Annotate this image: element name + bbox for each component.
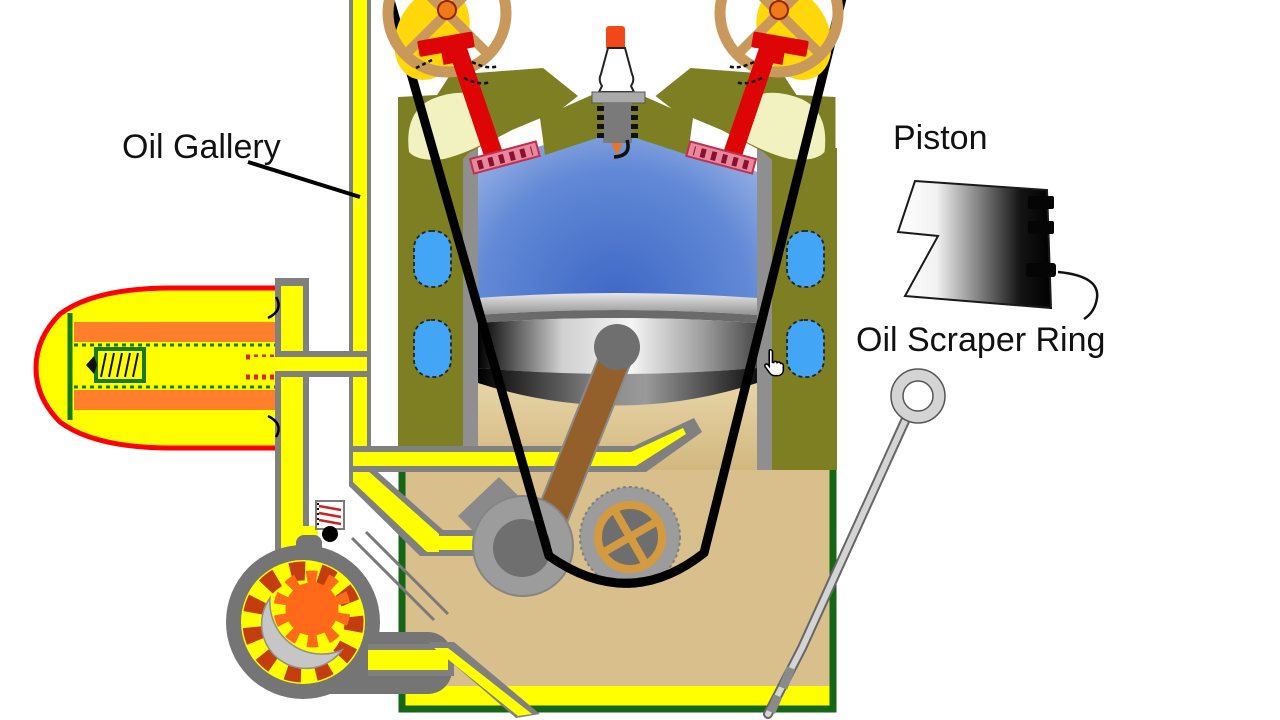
pickup-diagonal-oil <box>434 648 532 716</box>
gallery-pipe-oil <box>353 0 367 478</box>
head-center-left <box>540 90 603 155</box>
block-wall-left <box>398 148 463 470</box>
valve-motion-dashes <box>727 60 763 85</box>
oil-filter <box>33 285 281 451</box>
connector-oil <box>250 357 367 371</box>
squirter-oil <box>353 428 686 466</box>
oil-scraper-ring-label: Oil Scraper Ring <box>856 321 1105 359</box>
spark-plug <box>591 26 646 159</box>
filter-media-top <box>74 322 278 342</box>
spark-plug-terminal <box>606 26 625 50</box>
piston-ring-groove <box>478 310 757 323</box>
head-center-right <box>630 90 693 155</box>
filter-inlet-arrow-top <box>267 296 280 320</box>
coolant-port <box>786 230 825 288</box>
pump-inner-gear-teeth <box>273 570 351 648</box>
filter-valve-poppet <box>86 356 97 374</box>
compression-ring-2 <box>1028 221 1054 234</box>
piston-inset <box>896 179 1099 321</box>
crankshaft <box>458 477 574 597</box>
dipstick-level-mark-low <box>766 694 783 714</box>
coolant-port <box>786 319 825 378</box>
spark-plug-insulator <box>597 47 636 93</box>
camshaft-left <box>382 0 541 175</box>
piston-inset-rings <box>1026 196 1056 277</box>
filter-media-bottom <box>74 390 278 410</box>
crank-pulley <box>579 486 681 588</box>
oil-gallery-label: Oil Gallery <box>122 128 281 166</box>
spark-plug-ground-electrode <box>613 139 630 159</box>
relief-drain-line-1 <box>350 536 436 622</box>
piston-inset-body <box>896 179 1053 310</box>
spark-plug-hex <box>591 91 646 104</box>
dipstick-handle-ring <box>891 369 945 423</box>
cam-wheel-rim <box>714 0 844 78</box>
spark-plug-electrode-tip <box>611 143 623 156</box>
downpipe-oil <box>353 470 439 552</box>
relief-valve-ball <box>322 526 338 542</box>
block-wall-right <box>772 148 837 470</box>
oil-gallery-pipe <box>349 0 371 480</box>
oil-scraper-ring-pointer <box>1057 270 1099 321</box>
piston-pin <box>594 324 640 370</box>
valve-seat <box>468 140 541 175</box>
filter-spring-coils <box>100 352 139 378</box>
cam-wheel-rim <box>382 0 512 78</box>
spark-plug-body <box>603 103 632 143</box>
dipstick-handle-inner-edge <box>902 380 934 412</box>
dipstick-rod <box>765 418 908 717</box>
valve-seat <box>685 140 758 175</box>
crank-journal <box>493 519 551 577</box>
oil-squirter-pipe <box>349 418 702 472</box>
compression-ring-1 <box>1028 196 1054 209</box>
valve-motion-dashes <box>415 58 499 85</box>
valve-stem <box>449 48 502 156</box>
piston-label: Piston <box>893 119 988 157</box>
spark-plug-threads <box>597 106 638 138</box>
pulley-cross-spokes <box>601 508 659 566</box>
oil-pump <box>226 535 452 699</box>
filter-inlet-arrow-bottom <box>267 414 280 438</box>
pump-crescent <box>260 595 345 670</box>
valve-stem <box>724 48 777 156</box>
filter-to-gallery-pipe <box>250 351 370 377</box>
oil-scraper-ring <box>1026 263 1056 277</box>
hand-cursor-icon <box>764 348 785 377</box>
coolant-port <box>413 230 452 288</box>
relief-valve-spring <box>318 504 342 526</box>
cam-hub <box>437 0 457 20</box>
combustion-chamber <box>478 134 757 305</box>
cam-hub <box>769 0 789 20</box>
piston-top-land <box>478 293 757 315</box>
cylinder-head <box>398 68 836 166</box>
pump-inner-gear-hub <box>285 582 339 636</box>
timing-belt <box>385 0 847 588</box>
dipstick-level-mark-high <box>778 666 796 690</box>
dipstick-handle-outer-edge <box>890 368 946 424</box>
oil-pickup-pipe <box>368 642 540 718</box>
relief-drain-line-2 <box>364 530 450 616</box>
coolant-port <box>413 319 452 378</box>
pickup-horizontal-oil <box>368 650 448 670</box>
oil-gallery-pointer-line <box>247 160 361 199</box>
camshaft-right <box>685 0 844 175</box>
dipstick <box>763 368 946 719</box>
pump-outer-rotor <box>242 561 364 683</box>
cylinder-wall-left <box>463 148 478 470</box>
riser-pipe-oil <box>281 286 303 560</box>
